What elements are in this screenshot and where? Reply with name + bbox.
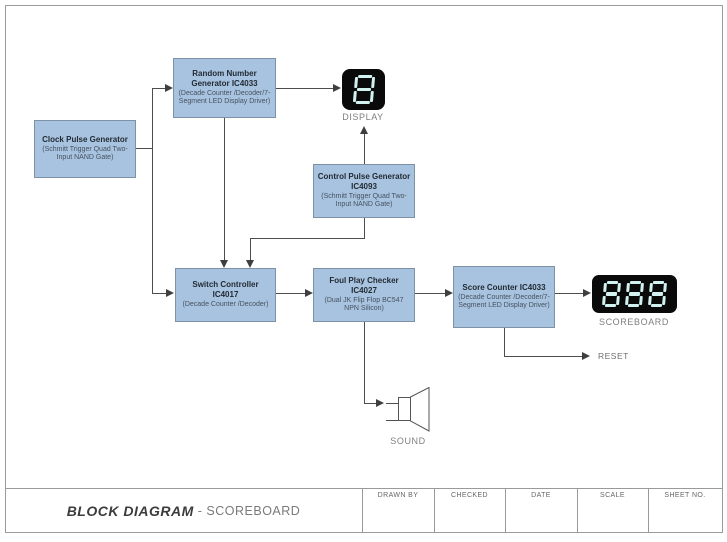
block-title: Clock Pulse Generator	[42, 135, 128, 145]
arrowhead-icon	[220, 260, 228, 268]
connector-line	[250, 238, 251, 260]
arrowhead-icon	[165, 84, 173, 92]
block-title: Foul Play Checker IC4027	[329, 276, 399, 295]
arrowhead-icon	[445, 289, 453, 297]
connector-line	[364, 134, 365, 164]
block-subtitle: (Dual JK Flip Flop BC547 NPN Silicon)	[324, 296, 404, 313]
arrowhead-icon	[246, 260, 254, 268]
arrowhead-icon	[582, 352, 590, 360]
title-block-field-checked: CHECKED	[450, 492, 489, 499]
title-block-field-sheet-no: SHEET NO.	[664, 492, 706, 499]
title-block-divider	[648, 488, 649, 533]
block-subtitle: (Decade Counter /Decoder)	[182, 300, 269, 308]
block-subtitle: (Schmitt Trigger Quad Two-Input NAND Gat…	[42, 145, 128, 162]
block-title: Control Pulse Generator IC4093	[317, 172, 411, 191]
connector-line	[136, 148, 152, 149]
block-clock-pulse-generator: Clock Pulse Generator (Schmitt Trigger Q…	[34, 120, 136, 178]
title-block-divider	[434, 488, 435, 533]
block-title: Random Number Generator IC4033	[191, 69, 258, 88]
title-block-divider	[505, 488, 506, 533]
speaker-terminal-line	[386, 420, 398, 421]
connector-line	[224, 118, 225, 260]
connector-line	[364, 322, 365, 403]
connector-line	[415, 293, 446, 294]
arrowhead-icon	[166, 289, 174, 297]
sound-label: SOUND	[390, 436, 426, 446]
title-block-divider	[577, 488, 578, 533]
block-score-counter: Score Counter IC4033 (Decade Counter /De…	[453, 266, 555, 328]
connector-line	[276, 293, 306, 294]
connector-line	[152, 88, 166, 89]
seven-segment-digit	[625, 281, 644, 307]
connector-line	[276, 88, 334, 89]
block-control-pulse-generator: Control Pulse Generator IC4093 (Schmitt …	[313, 164, 415, 218]
seven-segment-display-icon	[342, 69, 385, 110]
connector-line	[504, 328, 505, 356]
block-subtitle: (Decade Counter /Decoder/7-Segment LED D…	[458, 293, 550, 310]
scoreboard-display-icon	[592, 275, 677, 313]
connector-line	[504, 356, 583, 357]
arrowhead-icon	[333, 84, 341, 92]
block-random-number-generator: Random Number Generator IC4033 (Decade C…	[173, 58, 276, 118]
block-foul-play-checker: Foul Play Checker IC4027 (Dual JK Flip F…	[313, 268, 415, 322]
reset-label: RESET	[598, 351, 629, 361]
connector-line	[152, 88, 153, 294]
diagram-subtitle: SCOREBOARD	[206, 503, 301, 518]
seven-segment-digit	[602, 281, 621, 307]
title-block-divider	[362, 488, 363, 533]
connector-line	[364, 403, 377, 404]
block-subtitle: (Decade Counter /Decoder/7-Segment LED D…	[178, 89, 271, 106]
title-block-title: BLOCK DIAGRAM - SCOREBOARD	[5, 489, 362, 532]
speaker-cone-icon	[410, 387, 430, 432]
connector-line	[250, 238, 365, 239]
diagram-title: BLOCK DIAGRAM	[66, 502, 194, 519]
block-title: Switch Controller IC4017	[192, 280, 259, 300]
title-block-field-date: DATE	[531, 492, 551, 499]
connector-line	[555, 293, 584, 294]
seven-segment-digit	[648, 281, 667, 307]
scoreboard-label: SCOREBOARD	[598, 317, 669, 327]
block-subtitle: (Schmitt Trigger Quad Two-Input NAND Gat…	[321, 192, 407, 209]
title-block-field-scale: SCALE	[600, 492, 625, 499]
connector-line	[364, 218, 365, 238]
block-switch-controller: Switch Controller IC4017 (Decade Counter…	[175, 268, 276, 322]
arrowhead-icon	[360, 126, 368, 134]
connector-line	[152, 293, 166, 294]
diagram-title-separator: -	[197, 503, 203, 518]
title-block-field-drawn-by: DRAWN BY	[377, 492, 419, 499]
speaker-terminal-line	[386, 403, 398, 404]
title-block-divider	[5, 488, 723, 489]
page-border	[5, 5, 723, 533]
seven-segment-digit	[352, 75, 375, 104]
display-label: DISPLAY	[342, 112, 384, 122]
arrowhead-icon	[376, 399, 384, 407]
arrowhead-icon	[305, 289, 313, 297]
block-title: Score Counter IC4033	[462, 283, 546, 293]
arrowhead-icon	[583, 289, 591, 297]
